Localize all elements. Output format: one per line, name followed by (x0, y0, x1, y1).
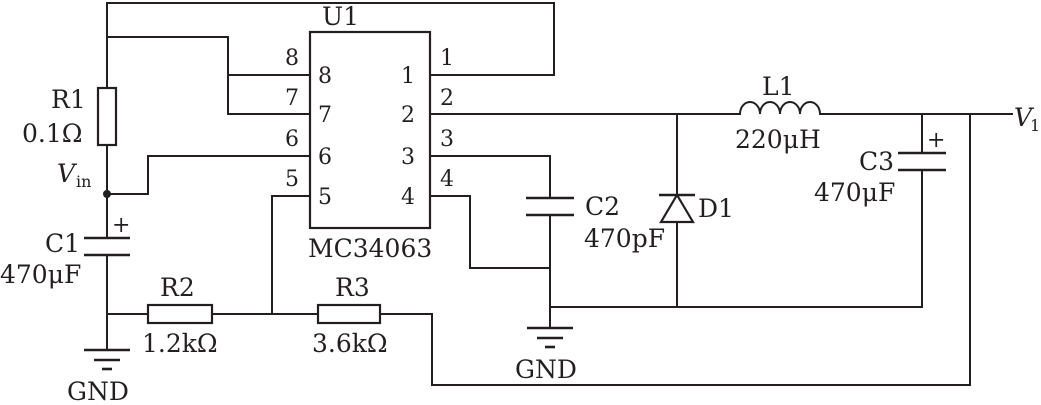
capacitor-c3-plus: + (927, 128, 945, 153)
ground-left: GND (67, 348, 130, 405)
pin-8-outer: 8 (285, 46, 299, 71)
wire-pin4 (429, 195, 551, 269)
wire-r3-vout (379, 113, 971, 386)
vin-main: V (57, 159, 78, 188)
resistor-r3: R3 3.6kΩ (312, 273, 388, 358)
vin-label: V in (57, 159, 91, 191)
wire-pin5 (271, 195, 311, 315)
resistor-r1-ref: R1 (51, 85, 86, 114)
pin-5-outer: 5 (285, 167, 299, 192)
vout-main: V (1014, 103, 1035, 132)
capacitor-c1-plus: + (112, 213, 130, 238)
pin-2-outer: 2 (440, 86, 454, 111)
inductor-l1: L1 220μH (735, 72, 822, 154)
pin-1-inner: 1 (401, 64, 415, 89)
diode-d1: D1 (659, 192, 734, 224)
resistor-r1-value: 0.1Ω (22, 119, 83, 148)
diode-d1-triangle (659, 192, 695, 224)
capacitor-c3-value: 470μF (814, 178, 895, 207)
resistor-r2: R2 1.2kΩ (142, 273, 218, 358)
ic-body (308, 30, 432, 230)
diode-d1-ref: D1 (698, 194, 734, 223)
resistor-r1: R1 0.1Ω (22, 85, 118, 148)
pin-6-outer: 6 (285, 127, 299, 152)
junction-vin (103, 190, 111, 198)
pin-4-outer: 4 (440, 167, 454, 192)
resistor-r2-ref: R2 (160, 273, 195, 302)
ground-mid: GND (515, 326, 577, 384)
wire-pin7 (227, 74, 311, 115)
capacitor-c1-value: 470μF (0, 260, 81, 289)
resistor-r3-ref: R3 (335, 273, 370, 302)
vout-sub: 1 (1030, 116, 1040, 135)
wire-pin8 (106, 36, 311, 76)
ic-u1: U1 MC34063 1 2 3 4 5 6 7 8 1 2 3 4 5 6 7… (285, 2, 454, 263)
wire-pin6 (106, 155, 311, 195)
inductor-l1-ref: L1 (762, 72, 795, 101)
pin-3-outer: 3 (440, 127, 454, 152)
pin-7-outer: 7 (285, 86, 299, 111)
pin-4-inner: 4 (401, 185, 415, 210)
inductor-l1-value: 220μH (735, 125, 821, 154)
ground-mid-label: GND (515, 355, 577, 384)
resistor-r2-body (146, 303, 214, 325)
pin-1-outer: 1 (440, 46, 454, 71)
pin-5-inner: 5 (318, 185, 332, 210)
capacitor-c1-ref: C1 (45, 229, 80, 258)
resistor-r3-value: 3.6kΩ (312, 329, 388, 358)
capacitor-c1: + C1 470μF (0, 213, 130, 289)
vin-sub: in (76, 172, 91, 191)
pin-7-inner: 7 (318, 103, 332, 128)
capacitor-c3-ref: C3 (859, 147, 894, 176)
resistor-r1-body (96, 86, 118, 147)
wire-pin1-loop (106, 2, 555, 89)
pin-3-inner: 3 (401, 145, 415, 170)
ic-ref-label: U1 (322, 2, 359, 31)
capacitor-c3: + C3 470μF (814, 128, 946, 207)
wire-ground-bus (549, 169, 923, 308)
capacitor-c2-value: 470pF (584, 224, 665, 253)
resistor-r3-body (316, 303, 382, 325)
pin-8-inner: 8 (318, 64, 332, 89)
pin-6-inner: 6 (318, 145, 332, 170)
resistor-r2-value: 1.2kΩ (142, 329, 218, 358)
inductor-l1-coil (738, 101, 822, 116)
ground-left-label: GND (67, 377, 129, 405)
capacitor-c2-ref: C2 (585, 192, 620, 221)
ic-part-label: MC34063 (308, 234, 432, 263)
pin-2-inner: 2 (401, 103, 415, 128)
capacitor-c2: C2 470pF (526, 192, 665, 253)
wire-pin3 (429, 155, 551, 199)
vout-label: V 1 (1014, 103, 1040, 135)
